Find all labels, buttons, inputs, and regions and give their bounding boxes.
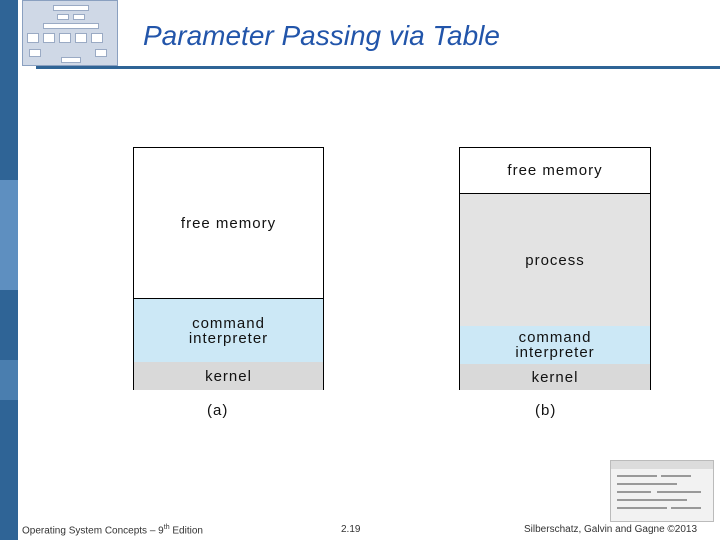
segment-free-memory: free memory [460,148,650,194]
segment-process: process [460,194,650,326]
segment-kernel: kernel [460,364,650,390]
screenshot-thumbnail [610,460,714,522]
caption-a: (a) [207,402,229,419]
memory-diagram-a: free memory command interpreter kernel [133,147,324,390]
segment-kernel: kernel [134,362,323,390]
side-bar-accent-lower [0,360,18,400]
segment-label: kernel [531,368,579,386]
page-number: 2.19 [341,524,361,535]
caption-b: (b) [535,402,557,419]
segment-label: free memory [507,162,603,179]
footer-superscript: th [163,524,170,531]
segment-command-interpreter: command interpreter [460,326,650,364]
footer-left: Operating System Concepts – 9th Edition [22,524,203,536]
footer-edition: Edition [169,525,203,537]
memory-diagram-b: free memory process command interpreter … [459,147,651,390]
segment-label: command interpreter [515,329,595,361]
footer-right: Silberschatz, Galvin and Gagne ©2013 [524,524,698,535]
segment-label: command interpreter [188,314,269,347]
page-title: Parameter Passing via Table [143,20,500,51]
slide-thumbnail [22,0,118,66]
title-underline [36,66,720,69]
segment-free-memory: free memory [134,148,323,298]
side-bar-accent [0,180,18,290]
segment-command-interpreter: command interpreter [134,298,323,362]
segment-label: free memory [180,214,277,232]
segment-label: kernel [205,367,252,385]
footer-book-title: Operating System Concepts – 9 [22,525,164,537]
segment-label: process [525,251,585,269]
